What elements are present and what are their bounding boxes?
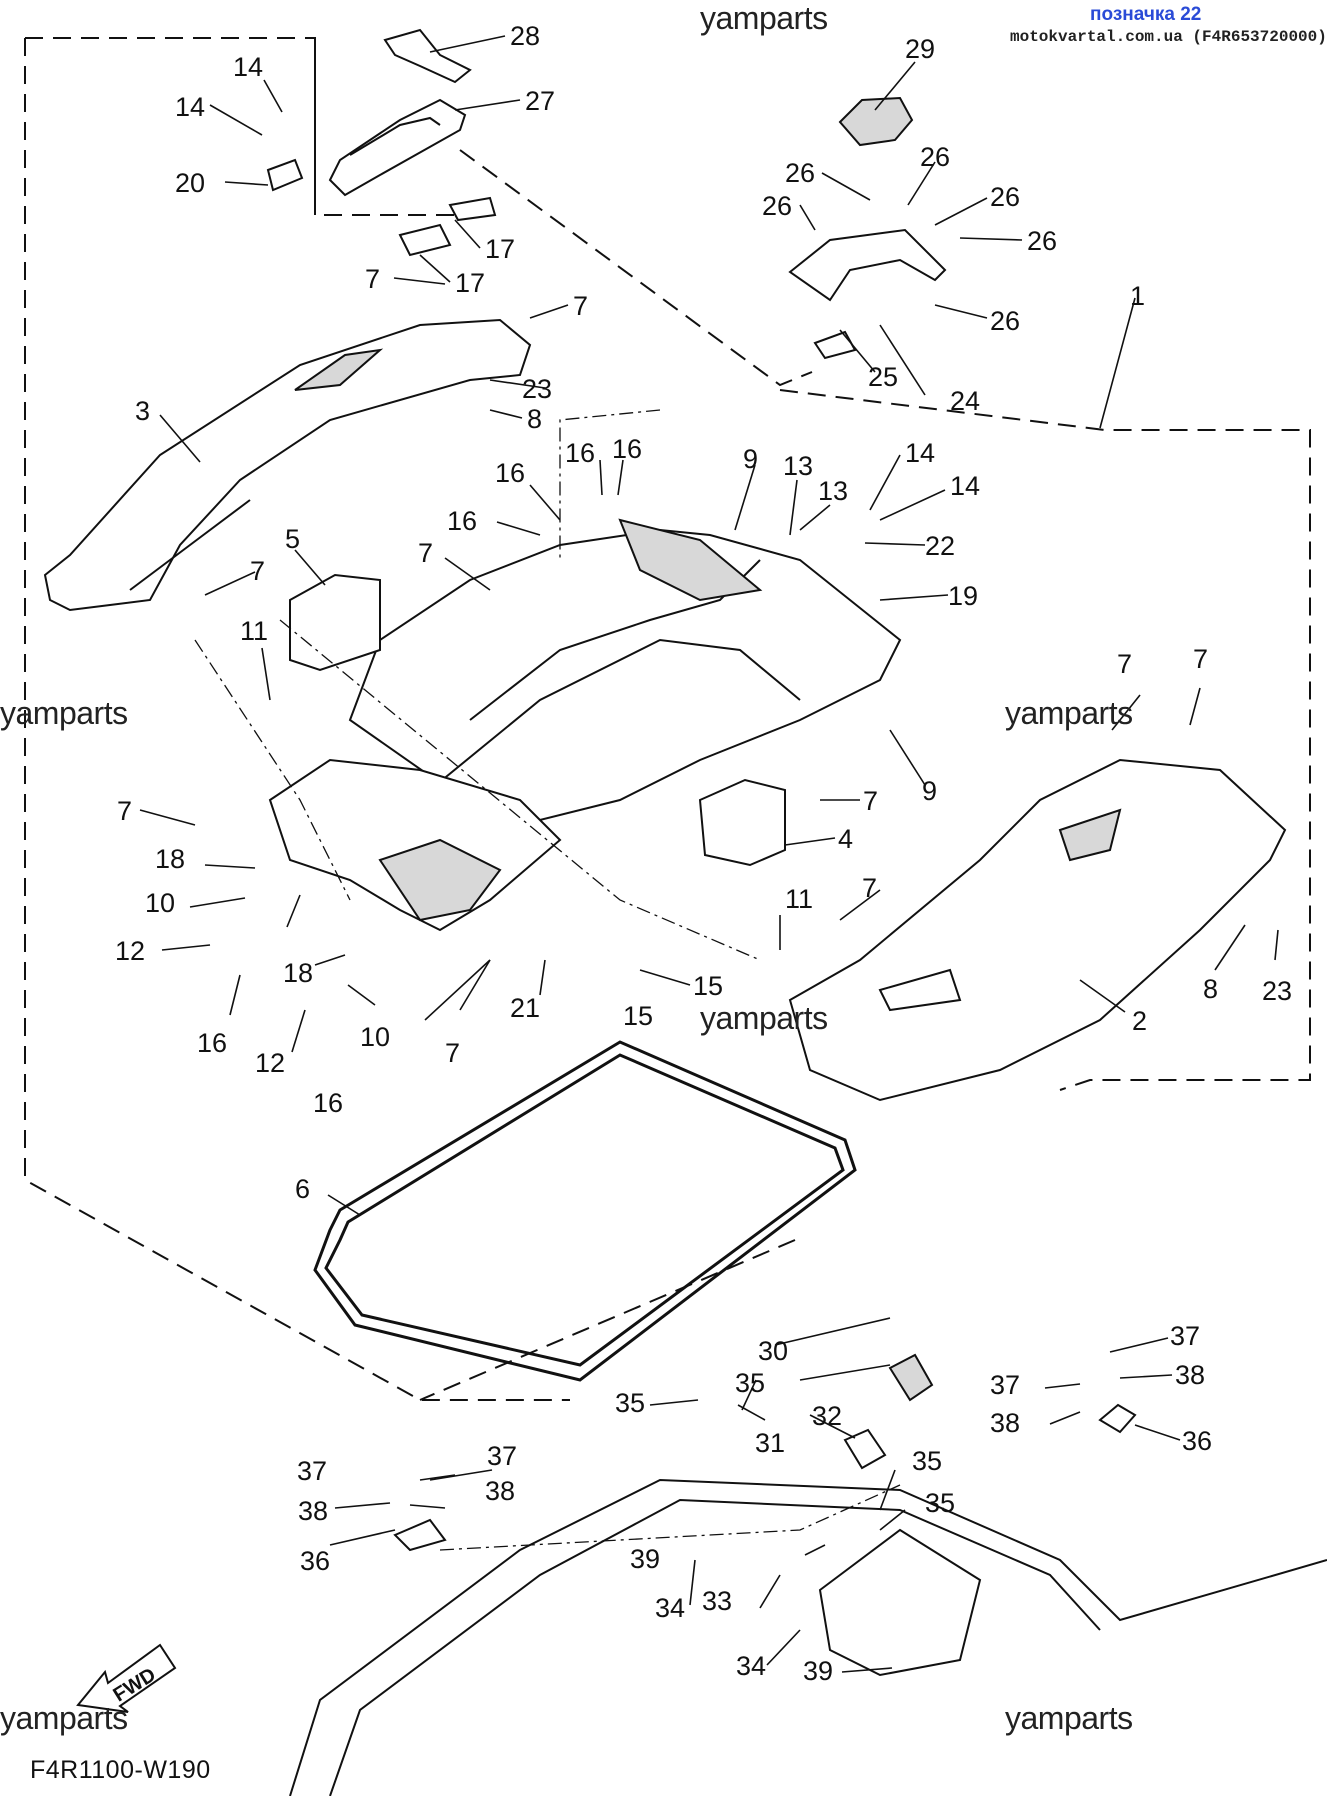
callout-26: 26 — [785, 158, 815, 188]
callout-39: 39 — [803, 1656, 833, 1686]
page-label: позначка 22 — [1090, 4, 1202, 25]
callout-19: 19 — [948, 581, 978, 611]
callout-22: 22 — [925, 531, 955, 561]
callout-14: 14 — [950, 471, 980, 501]
callout-17: 17 — [485, 234, 515, 264]
callout-15: 15 — [693, 971, 723, 1001]
callout-13: 13 — [783, 451, 813, 481]
callout-37: 37 — [297, 1456, 327, 1486]
callout-37: 37 — [487, 1441, 517, 1471]
drawing-code: F4R1100-W190 — [30, 1756, 211, 1784]
watermark: yamparts — [1005, 695, 1133, 731]
callout-7: 7 — [250, 556, 265, 586]
callout-11: 11 — [785, 884, 813, 914]
callout-26: 26 — [762, 191, 792, 221]
callout-34: 34 — [736, 1651, 766, 1681]
callout-27: 27 — [525, 86, 555, 116]
callout-7: 7 — [862, 873, 877, 903]
callout-16: 16 — [313, 1088, 343, 1118]
alignment-lines — [194, 409, 901, 1551]
callout-33: 33 — [702, 1586, 732, 1616]
callout-16: 16 — [447, 506, 477, 536]
callout-26: 26 — [920, 142, 950, 172]
callout-37: 37 — [1170, 1321, 1200, 1351]
watermark: yamparts — [700, 1000, 828, 1036]
callout-26: 26 — [1027, 226, 1057, 256]
watermark: yamparts — [0, 1700, 128, 1736]
callout-14: 14 — [905, 438, 935, 468]
callout-7: 7 — [418, 538, 433, 568]
callout-30: 30 — [758, 1336, 788, 1366]
callout-9: 9 — [743, 444, 758, 474]
callout-2: 2 — [1132, 1006, 1147, 1036]
callout-3: 3 — [135, 396, 150, 426]
callout-23: 23 — [1262, 976, 1292, 1006]
callout-28: 28 — [510, 21, 540, 51]
callout-35: 35 — [615, 1388, 645, 1418]
callout-17: 17 — [455, 268, 485, 298]
callout-38: 38 — [1175, 1360, 1205, 1390]
callout-16: 16 — [495, 458, 525, 488]
callout-15: 15 — [623, 1001, 653, 1031]
callout-10: 10 — [360, 1022, 390, 1052]
callout-5: 5 — [285, 524, 300, 554]
watermark: yamparts — [1005, 1700, 1133, 1736]
callout-23: 23 — [522, 374, 552, 404]
callout-numbers: 28 27 29 14 14 20 26 26 26 26 26 26 17 1… — [115, 21, 1292, 1686]
callout-29: 29 — [905, 34, 935, 64]
callout-35: 35 — [735, 1368, 765, 1398]
callout-7: 7 — [573, 291, 588, 321]
callout-7: 7 — [365, 264, 380, 294]
callout-26: 26 — [990, 306, 1020, 336]
callout-8: 8 — [1203, 974, 1218, 1004]
callout-18: 18 — [283, 958, 313, 988]
callout-12: 12 — [115, 936, 145, 966]
callout-11: 11 — [240, 616, 268, 646]
assembly-boundary-lines — [24, 37, 1311, 1401]
callout-38: 38 — [485, 1476, 515, 1506]
callout-34: 34 — [655, 1593, 685, 1623]
callout-18: 18 — [155, 844, 185, 874]
callout-13: 13 — [818, 476, 848, 506]
part-shapes — [43, 28, 1327, 1796]
callout-21: 21 — [510, 993, 540, 1023]
leader-lines — [139, 35, 1279, 1673]
callout-7: 7 — [445, 1038, 460, 1068]
callout-7: 7 — [117, 796, 132, 826]
callout-4: 4 — [838, 824, 853, 854]
callout-14: 14 — [233, 52, 263, 82]
callout-8: 8 — [527, 404, 542, 434]
callout-7: 7 — [1117, 649, 1132, 679]
callout-38: 38 — [298, 1496, 328, 1526]
callout-16: 16 — [565, 438, 595, 468]
callout-25: 25 — [868, 362, 898, 392]
site-reference: motokvartal.com.ua (F4R653720000) — [1010, 28, 1327, 46]
callout-7: 7 — [863, 786, 878, 816]
callout-9: 9 — [922, 776, 937, 806]
callout-38: 38 — [990, 1408, 1020, 1438]
callout-10: 10 — [145, 888, 175, 918]
callout-20: 20 — [175, 168, 205, 198]
callout-35: 35 — [912, 1446, 942, 1476]
callout-31: 31 — [755, 1428, 785, 1458]
callout-7: 7 — [1193, 644, 1208, 674]
watermark: yamparts — [0, 695, 128, 731]
watermark: yamparts — [700, 0, 828, 36]
callout-1: 1 — [1130, 281, 1145, 311]
callout-36: 36 — [300, 1546, 330, 1576]
callout-14: 14 — [175, 92, 205, 122]
callout-6: 6 — [295, 1174, 310, 1204]
callout-37: 37 — [990, 1370, 1020, 1400]
callout-32: 32 — [812, 1401, 842, 1431]
callout-16: 16 — [197, 1028, 227, 1058]
callout-35: 35 — [925, 1488, 955, 1518]
callout-16: 16 — [612, 434, 642, 464]
callout-26: 26 — [990, 182, 1020, 212]
callout-36: 36 — [1182, 1426, 1212, 1456]
callout-12: 12 — [255, 1048, 285, 1078]
callout-24: 24 — [950, 386, 980, 416]
callout-39: 39 — [630, 1544, 660, 1574]
